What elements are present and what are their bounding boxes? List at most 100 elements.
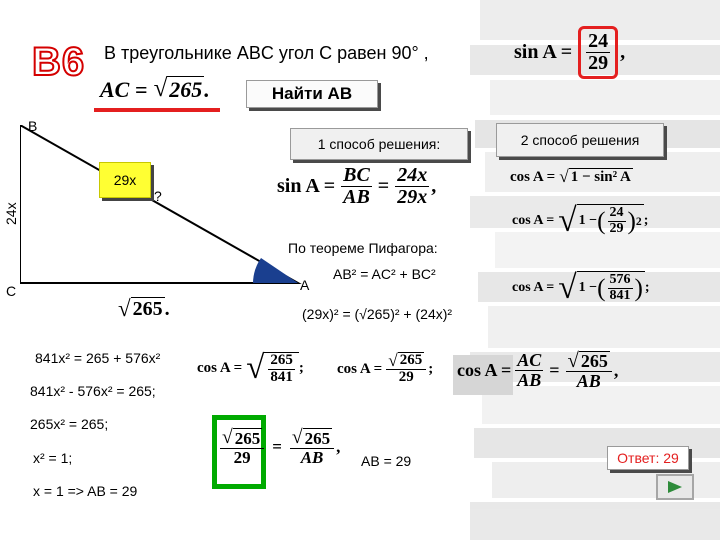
cos4-lhs: cos A = [197,360,243,377]
step-4: x² = 1; [33,450,73,466]
cos5-num-wrap: √265 [386,352,427,371]
ac-tail: . [204,76,210,102]
cos4-fraction: 265 841 [268,352,295,386]
final-den-2: AB [300,447,324,467]
cos2-fraction: 24 29 [607,205,626,236]
cos2-one: 1 − [578,213,598,229]
base-tail: . [164,297,170,320]
step-3: 265x² = 265; [30,416,109,432]
final-radicand-2: 265 [302,428,333,448]
cos1-lhs: cos A = [510,168,556,185]
cos3-tail: ; [644,279,650,295]
final-fraction-1: √265 29 [220,427,265,467]
final-num2-wrap: √265 [289,427,335,449]
base-sqrt: √265 [118,296,165,321]
cos-formula-2: cos A = √ 1 − ( 24 29 )2 ; [512,204,648,238]
cos6-highlight [453,355,513,395]
question-mark: ? [154,188,162,204]
sin-den: 29 [588,52,609,74]
sin-given-lhs: sin A = [514,41,573,63]
cos6-fraction-1: AC AB [515,350,544,391]
ac-given: AC = √265 . [100,75,210,103]
base-radicand: 265 [130,297,165,320]
base-ac-label: √265 . [118,297,170,321]
final-sqrt-2: √265 [291,427,333,449]
cos1-radicand: 1 − sin² A [568,168,633,185]
cos3-fraction: 576 841 [607,272,633,303]
cos6-tail: , [613,360,619,381]
cos4-den: 841 [270,368,293,385]
cos2-tail: ; [643,212,649,228]
ac-given-lhs: AC = [100,76,148,102]
cos2-exp: 2 [635,214,642,228]
cos6-ab: AB [517,370,542,391]
inline-answer: AB = 29 [361,453,412,469]
cos3-den: 841 [609,287,631,303]
sin-given: sin A = 24 29 , [514,26,625,79]
answer-box: Ответ: 29 [607,446,689,470]
cos6-ac: AC [515,350,544,372]
sin-given-box: 24 29 [578,26,619,79]
cos2-num: 24 [607,205,626,222]
pythagoras-label: По теореме Пифагора: [288,240,438,256]
vertex-c-label: C [6,283,17,299]
cos-formula-6: cos A = AC AB = √265 AB , [457,350,618,391]
cos6-radicand: 265 [578,350,610,371]
24x-num: 24x [395,164,430,187]
ac-underline [94,108,220,112]
vertex-b-label: B [28,118,38,134]
bc-num: BC [341,164,372,187]
next-slide-button[interactable] [656,474,694,500]
cos5-num: 265 [397,352,425,369]
cos2-den: 29 [609,220,624,236]
bc-ab-fraction: BC AB [341,165,372,208]
cos-formula-3: cos A = √ 1 − ( 576 841 ) ; [512,271,650,305]
cos6-lhs: cos A = [457,360,512,381]
cos-formula-1: cos A = √1 − sin² A [510,168,633,186]
method2-title: 2 способ решения [496,123,664,157]
cos4-tail: ; [298,360,304,377]
step-1: 841x² = 265 + 576x² [35,350,161,366]
leg-bc-label: 24x [3,202,19,225]
final-green-box [212,415,266,489]
cos3-one: 1 − [578,280,598,296]
cos5-tail: ; [428,360,434,377]
cos3-sqrt: √ 1 − ( 576 841 ) [558,269,645,306]
vertex-a-label: A [300,277,310,293]
cos4-sqrt: √ 265 841 [246,352,299,386]
sin-num: 24 [586,30,611,53]
cos2-sqrt: √ 1 − ( 24 29 )2 [558,202,644,239]
step-2: 841x² - 576x² = 265; [30,383,156,399]
final-eq: = [272,437,282,457]
cos3-num: 576 [607,272,633,289]
cos6-den: AB [576,371,601,392]
sin-given-fraction: 24 29 [586,30,611,74]
cos3-lhs: cos A = [512,279,555,295]
ab-den: AB [343,186,370,208]
find-ab-box: Найти AB [246,80,378,108]
cos2-lhs: cos A = [512,212,555,228]
cos-formula-5: cos A = √265 29 ; [337,352,433,386]
triangle-abc [20,125,302,284]
sin-formula: sin A = BC AB = 24x 29x , [277,164,437,208]
method1-title: 1 способ решения: [290,128,468,160]
task-tag: B6 [31,39,86,85]
cos6-eq: = [549,360,560,381]
angle-a-mark [253,258,298,283]
substitution-eq: (29x)² = (√265)² + (24x)² [302,306,453,322]
final-tail: , [336,437,341,457]
condition-text: В треугольнике ABC угол C равен 90° , [104,43,429,63]
cos1-sqrt: √1 − sin² A [559,167,633,186]
final-radicand-1: 265 [232,428,263,448]
cos2-under: 1 − ( 24 29 )2 [576,204,644,236]
cos6-num-wrap: √265 [565,349,612,373]
final-sqrt-1: √265 [222,427,263,449]
cos6-sqrt: √265 [567,349,610,372]
arrow-right-icon [668,481,682,493]
x-fraction: 24x 29x [395,164,430,208]
cos4-under: 265 841 [264,352,299,386]
cos5-lhs: cos A = [337,360,383,377]
final-equation: √265 29 = √265 AB , [218,428,340,467]
cos6-fraction-2: √265 AB [565,349,612,392]
final-den-1: 29 [233,447,251,467]
